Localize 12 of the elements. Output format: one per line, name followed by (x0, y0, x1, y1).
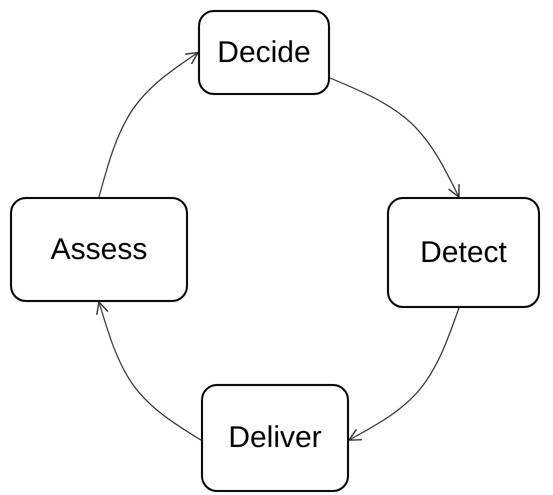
curved-arrow (96, 301, 202, 441)
node-label: Decide (217, 36, 311, 70)
rounded-box (198, 10, 330, 95)
rounded-box (10, 197, 188, 302)
curved-arrow (348, 308, 460, 441)
rounded-box (201, 384, 349, 492)
node-label: Detect (420, 236, 507, 270)
node-label: Deliver (228, 421, 322, 455)
node-label: Assess (50, 232, 148, 266)
curved-arrow (330, 77, 460, 198)
curved-arrow (98, 52, 199, 198)
rounded-box (387, 197, 540, 308)
